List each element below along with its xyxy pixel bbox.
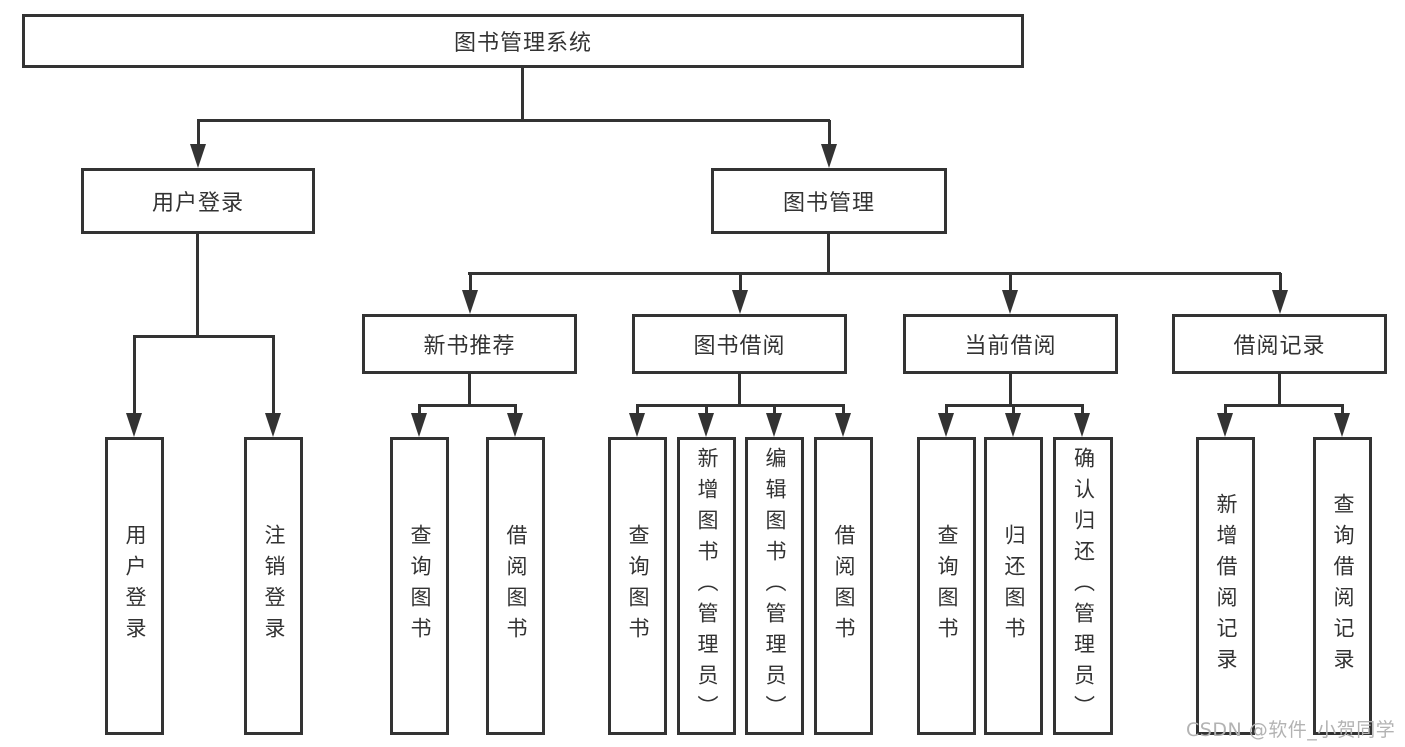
arrow-down-icon <box>1005 405 1021 437</box>
arrow-down-icon <box>265 336 281 437</box>
arrow-down-icon <box>1217 405 1233 437</box>
arrow-down-icon <box>1334 405 1350 437</box>
leaf-query-borrow-record: 查询借阅记录 <box>1313 437 1372 735</box>
arrow-down-icon <box>1002 273 1018 314</box>
connector-vline <box>1009 374 1012 405</box>
connector-vline <box>1278 374 1281 405</box>
arrow-down-icon <box>821 120 837 168</box>
node-current-borrow: 当前借阅 <box>903 314 1118 374</box>
node-new-book-recommend: 新书推荐 <box>362 314 577 374</box>
node-book-borrow: 图书借阅 <box>632 314 847 374</box>
arrow-down-icon <box>190 120 206 168</box>
leaf-borrow-books-2: 借阅图书 <box>814 437 873 735</box>
connector-hline <box>468 272 1281 275</box>
node-borrow-records: 借阅记录 <box>1172 314 1387 374</box>
node-library-management-system: 图书管理系统 <box>22 14 1024 68</box>
node-user-login: 用户登录 <box>81 168 315 234</box>
leaf-edit-book-admin: 编辑图书（管理员） <box>745 437 804 735</box>
arrow-down-icon <box>462 273 478 314</box>
leaf-borrow-books: 借阅图书 <box>486 437 545 735</box>
connector-vline <box>738 374 741 405</box>
connector-hline <box>133 335 275 338</box>
arrow-down-icon <box>1272 273 1288 314</box>
leaf-query-books: 查询图书 <box>390 437 449 735</box>
arrow-down-icon <box>507 405 523 437</box>
connector-hline <box>197 119 830 122</box>
leaf-logout: 注销登录 <box>244 437 303 735</box>
connector-vline <box>827 234 830 273</box>
arrow-down-icon <box>835 405 851 437</box>
arrow-down-icon <box>732 273 748 314</box>
arrow-down-icon <box>698 405 714 437</box>
connector-vline <box>196 234 199 336</box>
arrow-down-icon <box>126 336 142 437</box>
leaf-user-login: 用户登录 <box>105 437 164 735</box>
node-book-management: 图书管理 <box>711 168 947 234</box>
arrow-down-icon <box>411 405 427 437</box>
leaf-add-book-admin: 新增图书（管理员） <box>677 437 736 735</box>
leaf-confirm-return-admin: 确认归还（管理员） <box>1053 437 1113 735</box>
arrow-down-icon <box>629 405 645 437</box>
arrow-down-icon <box>1074 405 1090 437</box>
leaf-query-books-3: 查询图书 <box>917 437 976 735</box>
connector-vline <box>521 68 524 120</box>
arrow-down-icon <box>766 405 782 437</box>
leaf-query-books-2: 查询图书 <box>608 437 667 735</box>
leaf-return-book: 归还图书 <box>984 437 1043 735</box>
leaf-add-borrow-record: 新增借阅记录 <box>1196 437 1255 735</box>
connector-hline <box>636 404 845 407</box>
connector-hline <box>1224 404 1344 407</box>
connector-vline <box>468 374 471 405</box>
connector-hline <box>418 404 517 407</box>
arrow-down-icon <box>938 405 954 437</box>
watermark: CSDN @软件_小贺同学 <box>1186 719 1396 741</box>
